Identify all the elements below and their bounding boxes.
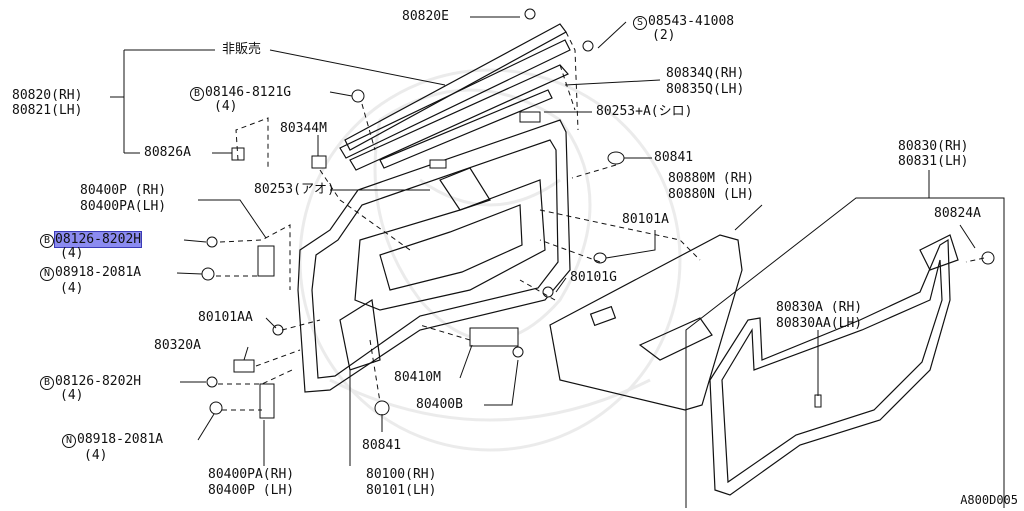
label-80880m: 80880M (RH) (668, 171, 755, 186)
label-08126-top-code: 08126-8202H (53, 231, 143, 248)
door-mid-cutout (439, 167, 491, 211)
leader-lines (176, 16, 976, 466)
door-weatherstrip (709, 238, 951, 496)
marker-n: N (62, 434, 76, 448)
door-shell-outer (297, 119, 571, 393)
label-08543-code: 08543-41008 (648, 14, 735, 29)
seal-strip (379, 89, 553, 169)
label-80821-lh: 80821(LH) (12, 103, 83, 118)
label-08918-top-code: 08918-2081A (55, 265, 142, 280)
label-80320a: 80320A (154, 338, 201, 353)
door-lower-cutout (339, 298, 381, 371)
trim-panel (549, 234, 743, 411)
label-80824a: 80824A (934, 206, 981, 221)
trim-panel-switch (589, 305, 617, 327)
door-panel-opening (354, 179, 546, 311)
label-80830aa: 80830AA(LH) (776, 316, 863, 331)
dashed-exploded-lines (216, 31, 985, 411)
trim-panel-handle (638, 317, 713, 361)
label-80101-lh: 80101(LH) (366, 483, 437, 498)
label-80410m: 80410M (394, 370, 441, 385)
marker-s: S (633, 16, 647, 30)
sash-molding (339, 39, 571, 159)
label-08146-code: 08146-8121G (205, 85, 292, 100)
label-08918-top-qty: (4) (60, 281, 84, 296)
marker-b: B (190, 87, 204, 101)
outer-weatherstrip (344, 23, 567, 151)
label-80841-top: 80841 (654, 150, 694, 165)
label-80835q: 80835Q(LH) (666, 82, 745, 97)
marker-b: B (40, 376, 54, 390)
label-80880n: 80880N (LH) (668, 187, 755, 202)
label-80841-bottom: 80841 (362, 438, 402, 453)
label-08126-bottom-qty: (4) (60, 388, 84, 403)
label-08126-top-qty: (4) (60, 246, 84, 261)
label-08146-qty: (4) (214, 99, 238, 114)
fasteners (201, 8, 995, 419)
door-shell-inner (311, 139, 559, 379)
weatherstrip-clip-bracket (919, 234, 959, 271)
diagram-reference-code: A800D005 (960, 493, 1018, 507)
label-08918-bottom-qty: (4) (84, 448, 108, 463)
label-80400p-lh: 80400P (LH) (208, 483, 295, 498)
label-80101a: 80101A (622, 212, 669, 227)
label-80400b: 80400B (416, 397, 463, 412)
label-80101aa: 80101AA (198, 310, 253, 325)
label-08918-bottom-code: 08918-2081A (77, 432, 164, 447)
label-80400pa-lh: 80400PA(LH) (80, 199, 167, 214)
label-80834q: 80834Q(RH) (666, 66, 745, 81)
label-80400pa-rh: 80400PA(RH) (208, 467, 295, 482)
label-80344m: 80344M (280, 121, 327, 136)
label-80831-lh: 80831(LH) (898, 154, 969, 169)
label-not-for-sale: 非販売 (222, 42, 262, 57)
box-80830 (685, 197, 1005, 508)
label-80820-rh: 80820(RH) (12, 88, 83, 103)
label-08543-qty: (2) (652, 28, 676, 43)
label-80101g: 80101G (570, 270, 617, 285)
bracket-80820 (110, 49, 215, 154)
label-80253-ao: 80253(アオ) (254, 182, 335, 197)
label-80826a: 80826A (144, 145, 191, 160)
label-80820e: 80820E (402, 9, 449, 24)
marker-n: N (40, 267, 54, 281)
label-08126-bottom-code: 08126-8202H (55, 374, 142, 389)
marker-b: B (40, 234, 54, 248)
leader-hihanbai (269, 49, 446, 86)
label-80253a: 80253+A(シロ) (596, 104, 693, 119)
door-inner-cutout (379, 204, 523, 291)
label-80830-rh: 80830(RH) (898, 139, 969, 154)
inner-seal (349, 64, 569, 171)
label-80100-rh: 80100(RH) (366, 467, 437, 482)
label-80400p-rh: 80400P (RH) (80, 183, 167, 198)
label-80830a: 80830A (RH) (776, 300, 863, 315)
door-weatherstrip-inner (721, 259, 943, 484)
